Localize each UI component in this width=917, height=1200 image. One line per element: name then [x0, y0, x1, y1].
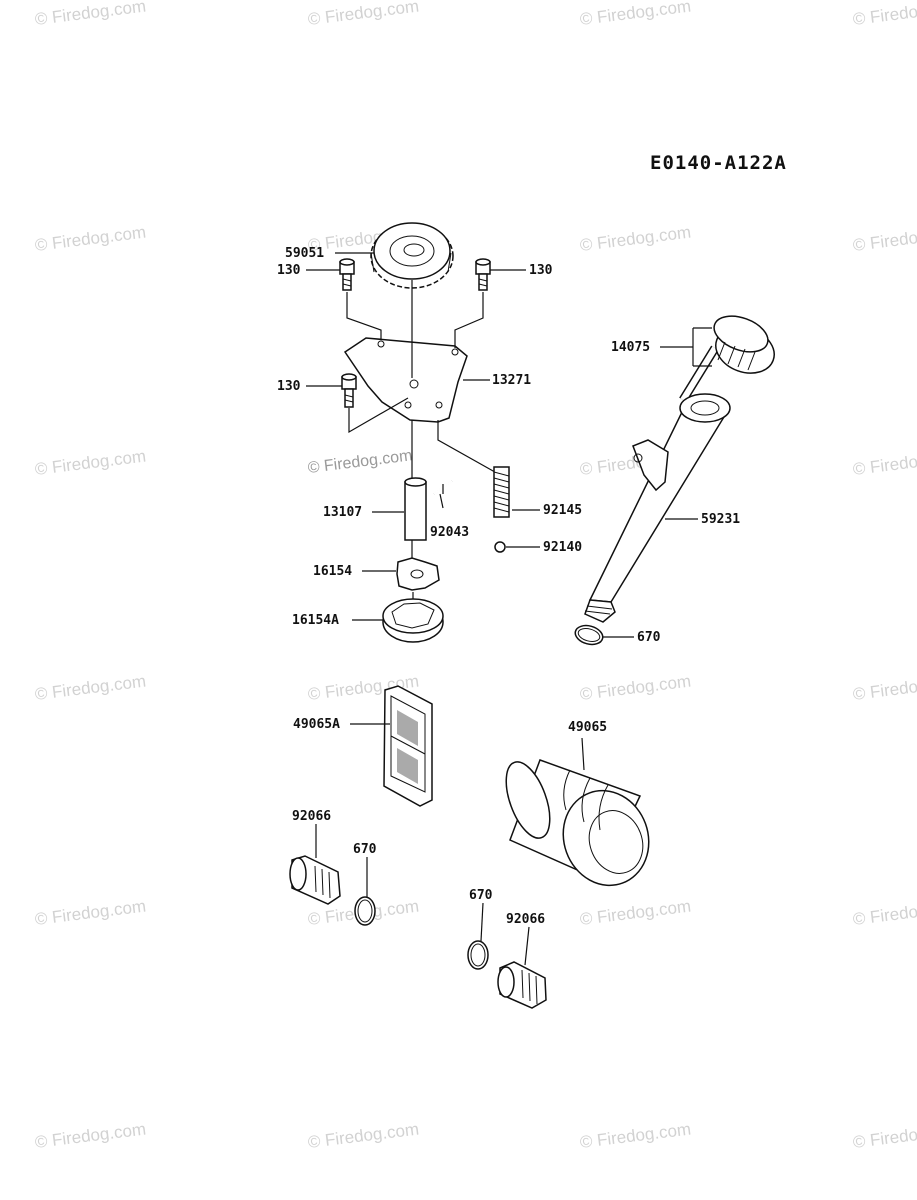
callout-screen: 49065A [293, 717, 340, 732]
callout-plug-right: 92066 [506, 912, 546, 927]
assembly-lines [346, 280, 503, 605]
shaft-part[interactable] [404, 477, 427, 541]
callout-spring: 92145 [543, 503, 583, 518]
callout-oring-right: 670 [469, 888, 493, 903]
drain-plug-right-part[interactable] [497, 961, 547, 1009]
callout-ball: 92140 [543, 540, 583, 555]
callout-gear: 59051 [285, 246, 325, 261]
oil-screen-part[interactable] [383, 685, 433, 807]
diagram-code: E0140-A122A [650, 152, 787, 174]
cover-plate-part[interactable] [343, 337, 468, 423]
callout-pin: 92043 [430, 525, 470, 540]
callout-bolt-right: 130 [529, 263, 553, 278]
callout-inner-rotor: 16154 [313, 564, 353, 579]
oring-left-part[interactable] [354, 896, 376, 926]
bolt-left-part[interactable] [339, 258, 355, 291]
callout-oring-tube: 670 [637, 630, 661, 645]
ball-part[interactable] [494, 541, 506, 553]
dipstick-part[interactable] [679, 309, 781, 403]
pin-part[interactable] [433, 480, 453, 509]
oring-right-part[interactable] [467, 940, 489, 970]
callout-bolt-lower: 130 [277, 379, 301, 394]
callout-shaft: 13107 [323, 505, 363, 520]
callout-plug-left: 92066 [292, 809, 332, 824]
drain-plug-left-part[interactable] [289, 855, 341, 905]
outer-rotor-part[interactable] [382, 598, 444, 643]
spring-part[interactable] [493, 466, 510, 518]
inner-rotor-part[interactable] [396, 557, 440, 591]
bolt-right-part[interactable] [475, 258, 491, 291]
callout-dipstick: 14075 [611, 340, 651, 355]
callout-oring-left: 670 [353, 842, 377, 857]
callout-tube: 59231 [701, 512, 741, 527]
tube-oring-part[interactable] [573, 623, 605, 648]
callout-bolt-left: 130 [277, 263, 301, 278]
filler-tube-part[interactable] [584, 393, 731, 623]
gear-part[interactable] [370, 222, 454, 289]
callout-outer-rotor: 16154A [292, 613, 339, 628]
oil-filter-part[interactable] [497, 756, 661, 897]
leader-lines [306, 252, 712, 966]
callout-cover: 13271 [492, 373, 532, 388]
bolt-lower-part[interactable] [341, 373, 357, 408]
callout-oil-filter: 49065 [568, 720, 608, 735]
